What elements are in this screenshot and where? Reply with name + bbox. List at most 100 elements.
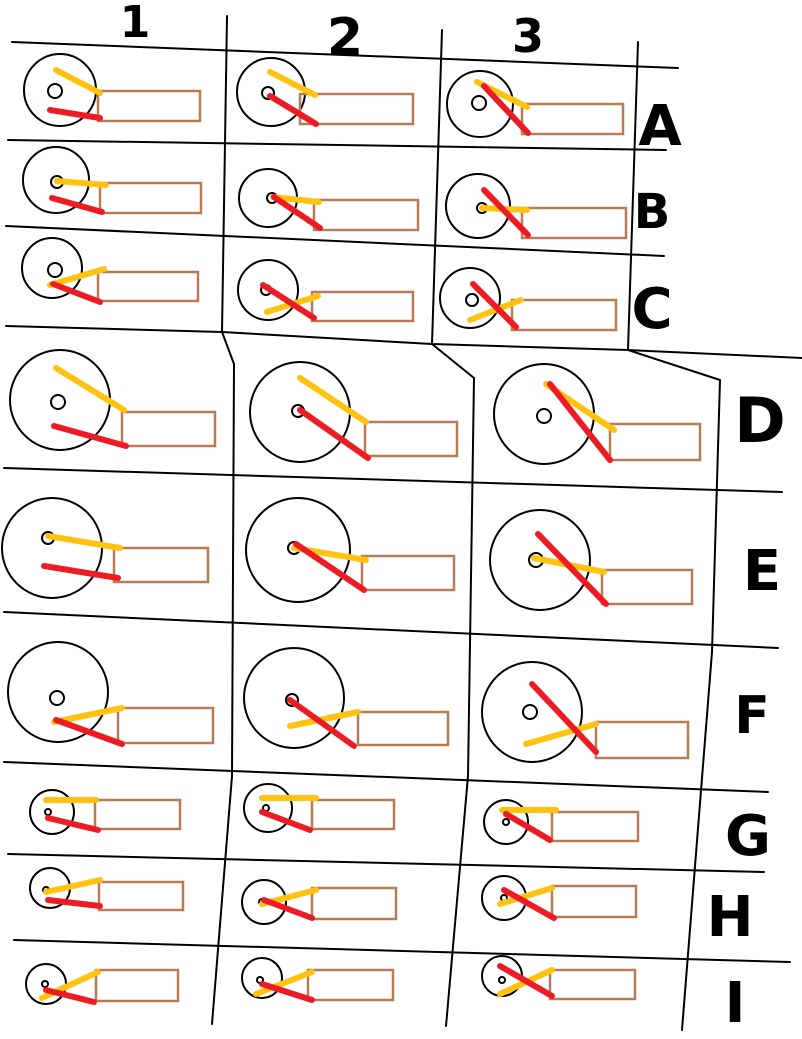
dot-c1 bbox=[47, 262, 63, 278]
row-label-i: I bbox=[725, 971, 746, 1036]
rectangle-a2 bbox=[298, 92, 415, 126]
rectangle-h3 bbox=[550, 884, 638, 919]
grid-line-4 bbox=[5, 325, 802, 359]
rectangle-e3 bbox=[600, 568, 694, 606]
red-line-e1 bbox=[41, 563, 121, 581]
red-line-c1 bbox=[50, 281, 103, 305]
red-line-a3 bbox=[481, 83, 531, 136]
red-line-i3 bbox=[497, 963, 555, 999]
cell-b2 bbox=[238, 168, 420, 232]
red-line-g3 bbox=[503, 811, 553, 843]
red-line-i1 bbox=[43, 987, 97, 1005]
labels: 1 2 3 A B C D E F G H I bbox=[120, 0, 786, 1036]
cell-f3 bbox=[481, 661, 690, 763]
circle-d3 bbox=[493, 363, 595, 465]
grid-line-2 bbox=[7, 139, 667, 151]
grid-line-9 bbox=[13, 939, 791, 963]
cell-e3 bbox=[489, 509, 694, 611]
circle-a3 bbox=[446, 70, 514, 138]
rectangle-c1 bbox=[96, 270, 200, 303]
red-line-a1 bbox=[47, 107, 103, 121]
rectangle-c2 bbox=[310, 290, 415, 323]
rectangle-i1 bbox=[94, 968, 180, 1003]
column-header-2: 2 bbox=[327, 8, 363, 68]
cell-c2 bbox=[237, 259, 415, 323]
cell-a1 bbox=[23, 53, 202, 127]
rectangle-b2 bbox=[312, 198, 420, 232]
red-line-d2 bbox=[297, 407, 371, 461]
yellow-line-f2 bbox=[287, 709, 361, 729]
grid-line-6 bbox=[3, 611, 779, 649]
red-line-d3 bbox=[547, 381, 613, 463]
cell-i2 bbox=[241, 957, 395, 1003]
rectangle-d3 bbox=[608, 422, 702, 462]
circle-e3 bbox=[489, 509, 591, 611]
rectangle-h2 bbox=[310, 886, 398, 921]
red-line-c3 bbox=[470, 281, 519, 330]
red-line-b2 bbox=[271, 194, 323, 231]
red-line-g1 bbox=[45, 815, 101, 833]
cell-d2 bbox=[249, 361, 459, 463]
red-line-e2 bbox=[293, 541, 367, 593]
circle-a2 bbox=[236, 57, 306, 127]
yellow-line-h1 bbox=[43, 877, 103, 895]
cell-d3 bbox=[493, 363, 702, 465]
column-header-3: 3 bbox=[512, 9, 544, 63]
rectangle-b3 bbox=[520, 206, 628, 240]
cell-e1 bbox=[1, 497, 210, 599]
cell-a2 bbox=[236, 57, 415, 127]
row-label-a: A bbox=[638, 94, 682, 159]
cell-i3 bbox=[481, 955, 637, 1001]
rectangle-f2 bbox=[356, 710, 450, 747]
red-line-b1 bbox=[49, 195, 105, 215]
cell-g3 bbox=[483, 799, 640, 845]
dot-i3 bbox=[498, 976, 506, 984]
rectangle-a3 bbox=[520, 102, 625, 136]
circle-c3 bbox=[439, 267, 501, 329]
dot-f2 bbox=[285, 693, 299, 707]
row-label-h: H bbox=[707, 885, 754, 950]
red-line-i2 bbox=[259, 981, 315, 1003]
dot-g3 bbox=[502, 818, 510, 826]
dot-a3 bbox=[471, 95, 487, 111]
cell-c3 bbox=[439, 267, 618, 332]
cell-e2 bbox=[245, 497, 456, 603]
red-line-c2 bbox=[260, 282, 317, 321]
grid-line-11 bbox=[431, 29, 475, 1027]
circle-c2 bbox=[237, 259, 299, 321]
red-line-h1 bbox=[45, 897, 103, 909]
rectangle-d2 bbox=[363, 420, 459, 458]
cell-h2 bbox=[241, 879, 398, 925]
yellow-line-f3 bbox=[523, 721, 599, 747]
circle-b3 bbox=[445, 173, 511, 239]
grid-line-10 bbox=[211, 15, 235, 1025]
yellow-line-d1 bbox=[53, 365, 127, 413]
yellow-line-e1 bbox=[45, 533, 123, 551]
red-line-b3 bbox=[481, 187, 531, 238]
cells bbox=[1, 53, 702, 1005]
dot-a1 bbox=[47, 83, 63, 99]
cell-g1 bbox=[29, 789, 182, 835]
dot-f3 bbox=[522, 704, 538, 720]
circle-e2 bbox=[245, 497, 351, 603]
cell-a3 bbox=[446, 70, 625, 138]
dot-i1 bbox=[41, 980, 49, 988]
cell-f1 bbox=[7, 641, 215, 747]
rectangle-f3 bbox=[594, 720, 690, 760]
circle-g2 bbox=[243, 783, 293, 833]
cell-f2 bbox=[243, 647, 450, 749]
cell-b3 bbox=[445, 173, 628, 240]
yellow-line-h3 bbox=[497, 885, 555, 907]
cell-c1 bbox=[21, 237, 200, 305]
cell-h3 bbox=[481, 875, 638, 921]
rectangle-e2 bbox=[360, 554, 456, 592]
dot-f1 bbox=[49, 690, 65, 706]
grid-line-8 bbox=[7, 853, 765, 873]
rectangle-d1 bbox=[120, 410, 217, 448]
yellow-line-d2 bbox=[297, 375, 369, 425]
dot-a2 bbox=[261, 86, 275, 100]
row-label-d: D bbox=[734, 384, 785, 457]
rectangle-e1 bbox=[112, 546, 210, 584]
red-line-h2 bbox=[261, 897, 315, 921]
yellow-line-a2 bbox=[267, 69, 318, 98]
